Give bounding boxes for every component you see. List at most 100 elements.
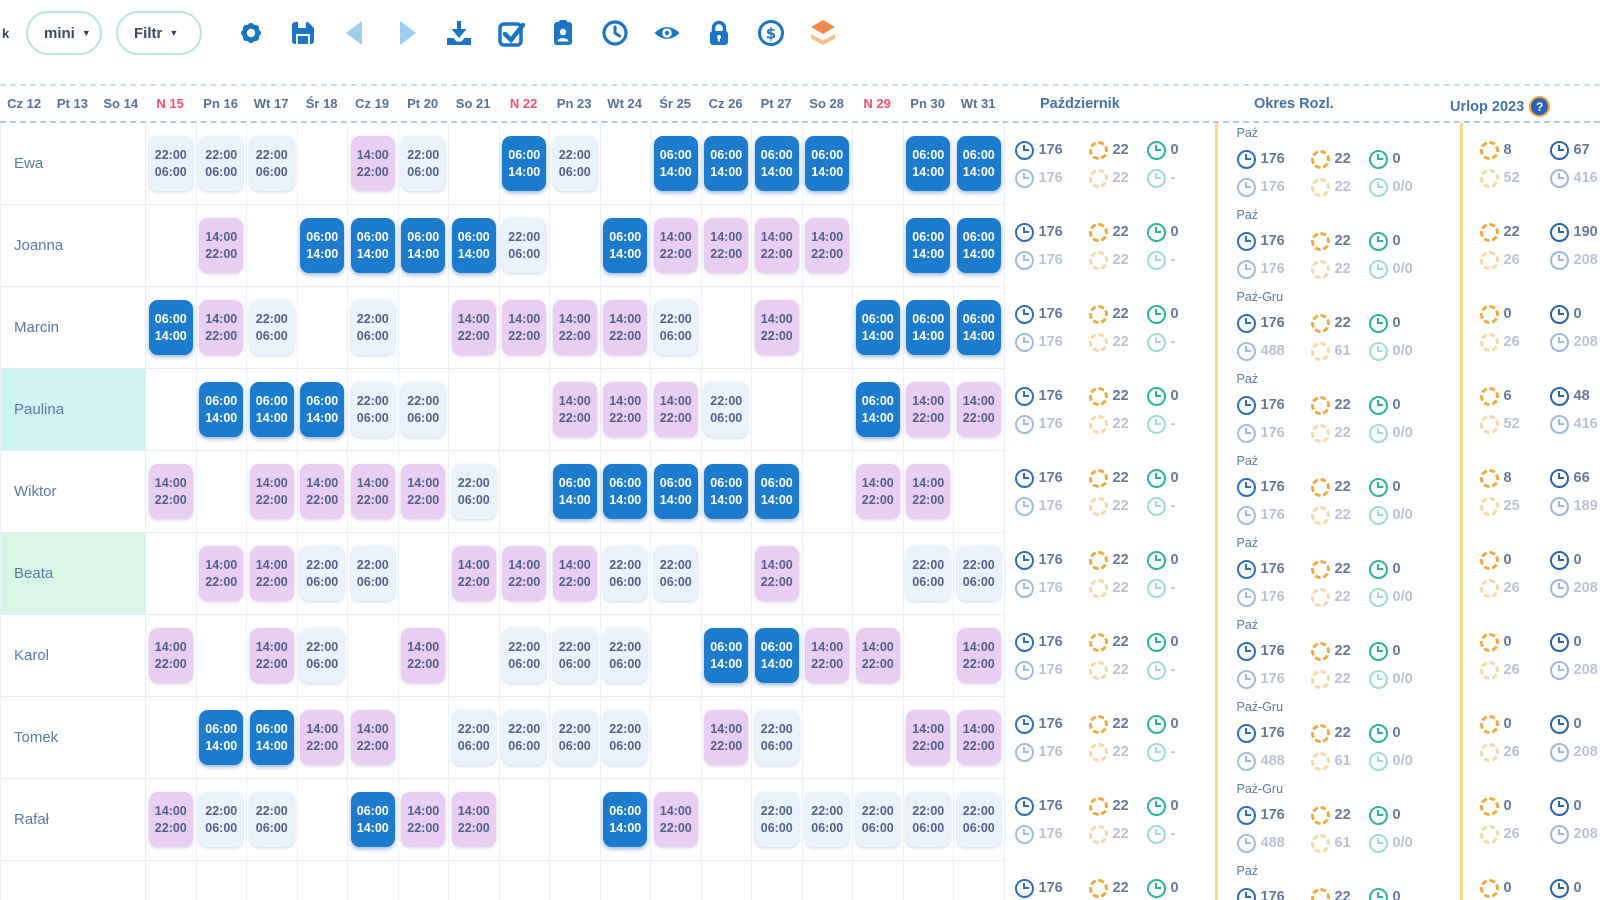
view-mode-dropdown[interactable]: mini ▼	[26, 11, 102, 55]
filter-dropdown[interactable]: Filtr ▼	[116, 11, 202, 55]
next-arrow-icon[interactable]	[392, 18, 422, 48]
day-cell[interactable]	[449, 861, 500, 900]
day-cell[interactable]	[500, 369, 550, 450]
day-cell[interactable]	[348, 861, 399, 900]
previous-arrow-icon[interactable]	[340, 18, 370, 48]
day-cell[interactable]	[449, 123, 500, 204]
day-cell[interactable]	[146, 697, 197, 778]
day-cell[interactable]	[651, 615, 702, 696]
employee-card-icon[interactable]	[548, 18, 578, 48]
day-cell[interactable]	[702, 861, 752, 900]
day-cell[interactable]	[197, 615, 247, 696]
employee-name[interactable]: Paulina	[1, 369, 146, 450]
payments-dollar-icon[interactable]: $	[756, 18, 786, 48]
employee-name[interactable]: Wiktor	[1, 451, 146, 532]
day-cell[interactable]	[853, 533, 904, 614]
employee-name[interactable]	[1, 861, 146, 900]
employee-name[interactable]: Marcin	[1, 287, 146, 368]
day-cell[interactable]	[853, 123, 904, 204]
